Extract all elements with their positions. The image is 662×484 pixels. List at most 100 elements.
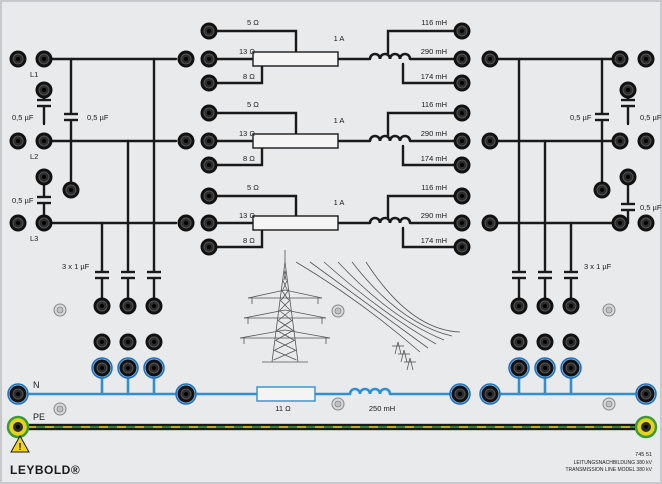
resistor-label-8: 8 Ω [243,236,255,245]
pe-output-socket[interactable] [634,415,658,439]
earth-capacitor-socket-right-3[interactable] [562,297,580,315]
earth-capacitor-socket-left-1[interactable] [93,297,111,315]
inductor-label-174: 174 mH [421,236,447,245]
phase-output-socket-3[interactable] [481,214,499,232]
phase-output-socket-b-3[interactable] [611,214,629,232]
inductor-tap-socket-174[interactable] [453,156,471,174]
resistor-tap-socket-5[interactable] [200,187,218,205]
resistor-label-8: 8 Ω [243,154,255,163]
phase-input-socket-b-l2[interactable] [35,132,53,150]
wire [215,29,298,54]
inductor-tap-socket-116[interactable] [453,187,471,205]
components [37,51,635,402]
resistor-tap-socket-5[interactable] [200,22,218,40]
wire [215,228,264,249]
resistor-tap-socket-8[interactable] [200,156,218,174]
right-cap-socket-a[interactable] [619,81,637,99]
left-capacitor-socket[interactable] [62,181,80,199]
phase-output-socket-b-1[interactable] [611,50,629,68]
earth-capacitor-right-1 [512,270,526,280]
left-cap-socket-a[interactable] [35,81,53,99]
neutral-output-socket[interactable] [635,383,657,405]
inductor-label-174: 174 mH [421,72,447,81]
neutral-resistor-label: 11 Ω [275,404,291,413]
phase-input-socket-l2[interactable] [9,132,27,150]
phase-module-socket-l3[interactable] [177,214,195,232]
current-label: 1 A [334,198,345,207]
phase-output-socket-c-1[interactable] [637,50,655,68]
phase-module-socket-l1[interactable] [177,50,195,68]
neutral-link-socket-left-3[interactable] [143,357,165,379]
resistor-tap-socket-13[interactable] [200,214,218,232]
inductor-tap-socket-174[interactable] [453,74,471,92]
inductor-label-116: 116 mH [421,183,447,192]
left-cap-socket-b[interactable] [35,168,53,186]
inductor-tap-socket-290[interactable] [453,132,471,150]
warning-icon: ! [10,434,30,453]
star-socket-right-2[interactable] [536,333,554,351]
star-socket-left-3[interactable] [145,333,163,351]
left-cap-label-2: 0,5 µF [87,113,109,122]
pe-input-socket[interactable] [6,415,30,439]
inductor-tap-socket-290[interactable] [453,50,471,68]
phase-output-socket-b-2[interactable] [611,132,629,150]
earth-capacitor-socket-right-1[interactable] [510,297,528,315]
phase-inductor [368,216,412,224]
phase-module-socket-l2[interactable] [177,132,195,150]
earth-capacitor-left-1 [95,270,109,280]
star-socket-right-3[interactable] [562,333,580,351]
resistor-tap-socket-8[interactable] [200,238,218,256]
star-socket-left-1[interactable] [93,333,111,351]
earth-capacitor-socket-left-2[interactable] [119,297,137,315]
neutral-link-socket-left-2[interactable] [117,357,139,379]
phase-input-socket-b-l1[interactable] [35,50,53,68]
inductor-tap-socket-174[interactable] [453,238,471,256]
screws [53,303,616,416]
svg-text:!: ! [18,442,21,453]
resistor-tap-socket-13[interactable] [200,50,218,68]
neutral-module-socket-in[interactable] [175,383,197,405]
left-capacitor-2 [64,112,78,122]
earth-capacitor-right-3 [564,270,578,280]
resistor-tap-socket-8[interactable] [200,74,218,92]
inductor-tap-socket-290[interactable] [453,214,471,232]
neutral-label: N [33,380,40,390]
inductor-tap-socket-116[interactable] [453,104,471,122]
phase-output-socket-2[interactable] [481,132,499,150]
screw [53,402,67,416]
star-socket-left-2[interactable] [119,333,137,351]
right-capacitor-socket[interactable] [593,181,611,199]
neutral-input-socket[interactable] [7,383,29,405]
resistor-label-8: 8 Ω [243,72,255,81]
right-cap-socket-b[interactable] [619,168,637,186]
right-capacitor-3 [621,202,635,212]
resistor-tap-socket-5[interactable] [200,104,218,122]
phase-input-socket-b-l3[interactable] [35,214,53,232]
neutral-link-socket-right-1[interactable] [508,357,530,379]
phase-inductor [368,52,412,60]
earth-capacitor-right-2 [538,270,552,280]
phase-output-socket-c-3[interactable] [637,214,655,232]
phase-input-socket-l3[interactable] [9,214,27,232]
neutral-link-socket-right-3[interactable] [560,357,582,379]
left-capacitor-1 [37,98,51,108]
phase-label-l3: L3 [30,234,38,243]
phase-output-socket-1[interactable] [481,50,499,68]
left-cap-label-1: 0,5 µF [12,113,34,122]
resistor-label-5: 5 Ω [247,18,259,27]
inductor-tap-socket-116[interactable] [453,22,471,40]
phase-output-socket-c-2[interactable] [637,132,655,150]
neutral-link-socket-right-2[interactable] [534,357,556,379]
earth-capacitor-socket-right-2[interactable] [536,297,554,315]
resistor-label-5: 5 Ω [247,183,259,192]
neutral-module-socket-out[interactable] [449,383,471,405]
resistor-tap-socket-13[interactable] [200,132,218,150]
phase-input-socket-l1[interactable] [9,50,27,68]
star-socket-right-1[interactable] [510,333,528,351]
neutral-output-socket-a[interactable] [479,383,501,405]
screw [331,304,345,318]
earth-capacitor-socket-left-3[interactable] [145,297,163,315]
model-line-de: LEITUNGSNACHBILDUNG 380 kV [574,460,653,466]
neutral-link-socket-left-1[interactable] [91,357,113,379]
